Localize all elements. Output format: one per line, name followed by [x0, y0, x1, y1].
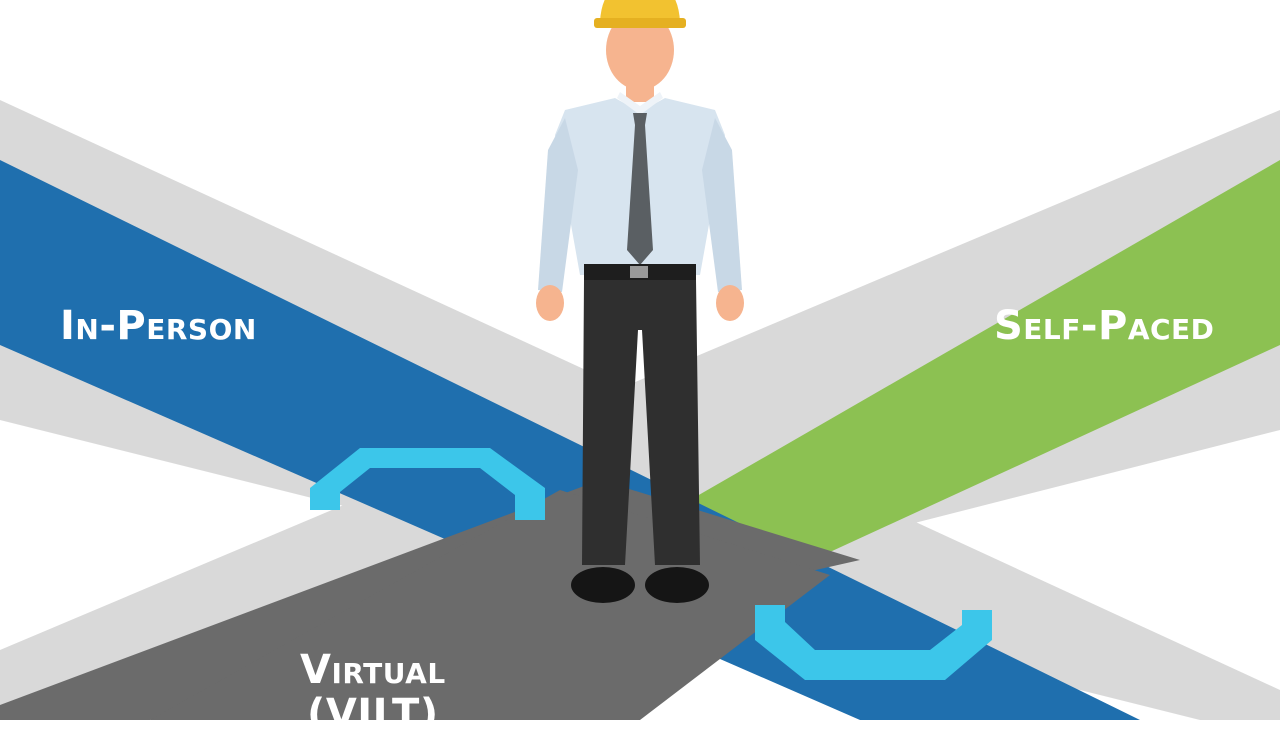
in-person-path	[0, 160, 1140, 720]
virtual-label: Virtual (VILT)	[300, 650, 446, 734]
self-paced-path-border	[0, 110, 1280, 720]
worker-figure-icon	[536, 0, 744, 603]
in-person-label: In-Person	[60, 303, 257, 349]
crossroads-svg	[0, 0, 1280, 720]
self-paced-path	[560, 160, 1280, 575]
link-upper-icon	[310, 448, 545, 520]
crossroads-illustration: In-Person Self-Paced Virtual (VILT)	[0, 0, 1280, 720]
virtual-label-line1: Virtual	[300, 647, 446, 693]
virtual-label-line2: (VILT)	[307, 691, 439, 737]
link-lower-icon	[755, 605, 992, 680]
self-paced-label: Self-Paced	[994, 303, 1215, 349]
